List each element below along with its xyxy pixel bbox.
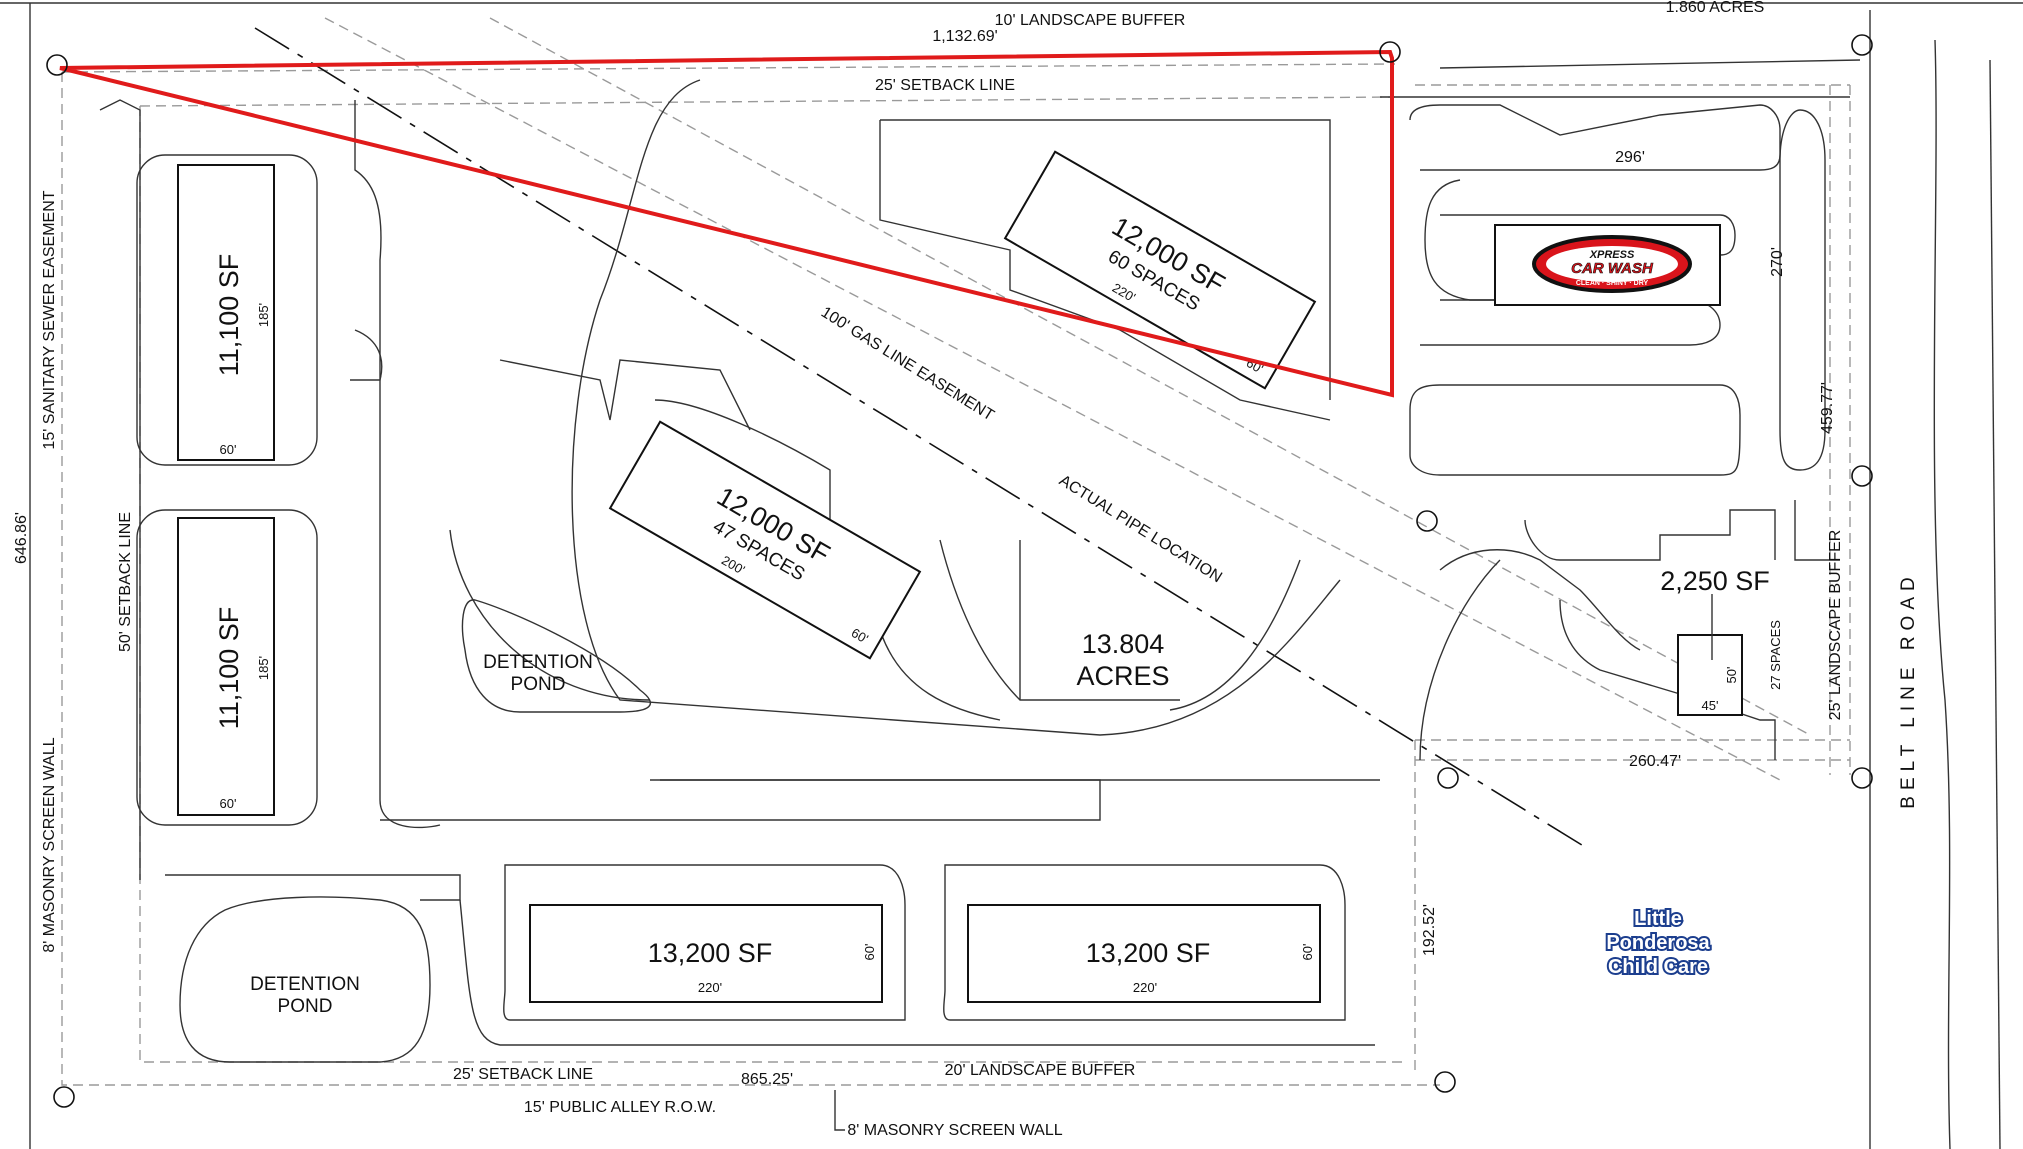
label-masonry-wall-bottom: 8' MASONRY SCREEN WALL — [847, 1122, 1062, 1139]
pad-site: 2,250 SF 50' 45' 27 SPACES — [1660, 566, 1783, 716]
building-bottom-left-length: 220' — [698, 980, 722, 995]
label-setback-left: 50' SETBACK LINE — [117, 512, 134, 652]
label-landscape-buffer-bottom: 20' LANDSCAPE BUFFER — [945, 1062, 1136, 1079]
dim-cut-vertical: 192.52' — [1421, 904, 1438, 956]
label-landscape-buffer-top: 10' LANDSCAPE BUFFER — [995, 12, 1186, 29]
label-pond-center-2: POND — [511, 674, 566, 695]
label-setback-top: 25' SETBACK LINE — [875, 77, 1015, 94]
label-pond-bottom-2: POND — [278, 996, 333, 1017]
building-bottom-left: 13,200 SF 220' 60' — [529, 904, 883, 1003]
pad-width: 45' — [1702, 698, 1719, 713]
dim-top-edge: 1,132.69' — [932, 28, 997, 45]
parking-layout — [99, 79, 1840, 1046]
building-center: 12,000 SF 47 SPACES 200' 60' — [608, 420, 922, 660]
gas-line-centerline — [254, 27, 1591, 851]
detention-pond-center — [461, 599, 652, 713]
pad-spaces: 27 SPACES — [1768, 620, 1783, 690]
label-pond-bottom-1: DETENTION — [250, 974, 360, 995]
building-bottom-right-length: 220' — [1133, 980, 1157, 995]
carwash-width-dim: 296' — [1615, 149, 1645, 166]
dim-left-edge: 646.86' — [13, 512, 30, 564]
car-wash-logo: XPRESS CAR WASH CLEAN · SHINY · DRY — [1532, 235, 1692, 293]
building-bottom-right-depth: 60' — [1300, 944, 1315, 961]
leader-masonry-bottom — [834, 1090, 845, 1131]
building-left-top-depth: 185' — [256, 303, 271, 327]
detention-pond-bottom — [179, 896, 431, 1063]
building-left-bottom: 11,100 SF 185' 60' — [177, 517, 275, 816]
carwash-depth-dim: 270' — [1769, 247, 1786, 277]
building-bottom-right-sf: 13,200 SF — [1086, 938, 1211, 968]
building-left-bottom-depth: 185' — [256, 656, 271, 680]
label-main-acres-word: ACRES — [1076, 661, 1169, 691]
building-left-top: 11,100 SF 185' 60' — [177, 164, 275, 461]
building-left-top-width: 60' — [220, 442, 237, 457]
label-public-alley: 15' PUBLIC ALLEY R.O.W. — [524, 1099, 716, 1116]
neighbor-child-care: Little Ponderosa Child Care — [1604, 906, 1712, 980]
label-pipe-location: ACTUAL PIPE LOCATION — [1056, 472, 1225, 586]
label-gas-easement: 100' GAS LINE EASEMENT — [818, 304, 997, 425]
dim-right-edge: 459.77' — [1819, 382, 1836, 434]
label-masonry-wall-left: 8' MASONRY SCREEN WALL — [41, 737, 58, 952]
label-belt-line-road: BELT LINE ROAD — [1898, 571, 1919, 808]
label-main-acres-value: 13.804 — [1082, 629, 1165, 659]
dim-cut-horizontal: 260.47' — [1629, 753, 1681, 770]
building-bottom-left-sf: 13,200 SF — [648, 938, 773, 968]
building-bottom-right: 13,200 SF 220' 60' — [967, 904, 1321, 1003]
road-lines — [1380, 10, 2001, 1149]
building-left-bottom-width: 60' — [220, 796, 237, 811]
building-left-top-sf: 11,100 SF — [214, 254, 244, 377]
neighbor-line2: Ponderosa — [1606, 932, 1710, 954]
building-center-depth: 60' — [849, 625, 871, 646]
pad-sf: 2,250 SF — [1660, 566, 1770, 596]
neighbor-line1: Little — [1634, 908, 1682, 930]
property-line-main — [59, 49, 1394, 398]
building-bottom-left-depth: 60' — [862, 944, 877, 961]
label-pond-center-1: DETENTION — [483, 652, 593, 673]
setback-lines — [61, 17, 1851, 1086]
label-setback-bottom: 25' SETBACK LINE — [453, 1066, 593, 1083]
neighbor-line3: Child Care — [1608, 956, 1708, 978]
pad-depth: 50' — [1724, 667, 1739, 684]
dim-bottom-edge: 865.25' — [741, 1071, 793, 1088]
car-wash: XPRESS CAR WASH CLEAN · SHINY · DRY 296'… — [1424, 149, 1786, 306]
building-left-bottom-sf: 11,100 SF — [214, 607, 244, 730]
label-top-acres: 1.860 ACRES — [1666, 0, 1765, 16]
label-landscape-buffer-right: 25' LANDSCAPE BUFFER — [1827, 530, 1844, 721]
survey-nodes — [46, 34, 1873, 1108]
car-wash-logo-tagline: CLEAN · SHINY · DRY — [1576, 280, 1649, 287]
label-sanitary-easement: 15' SANITARY SEWER EASEMENT — [41, 190, 58, 449]
car-wash-logo-line1: XPRESS — [1589, 249, 1635, 261]
car-wash-logo-line2: CAR WASH — [1571, 260, 1654, 277]
